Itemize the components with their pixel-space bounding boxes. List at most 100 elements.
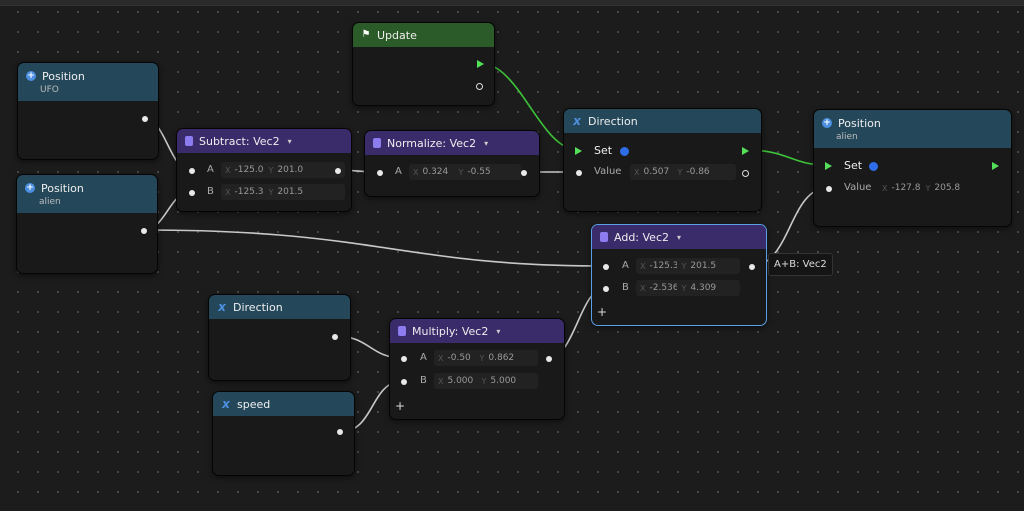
input-port-value[interactable]: [826, 186, 832, 192]
node-header[interactable]: Normalize: Vec2 ▾: [365, 131, 539, 155]
input-label-a: A: [622, 260, 629, 271]
add-input-button[interactable]: +: [395, 399, 406, 413]
plus-circle-icon: +: [822, 118, 832, 128]
input-label-b: B: [622, 282, 629, 293]
calculator-icon: [600, 232, 608, 242]
node-title: Position: [41, 181, 84, 195]
node-speed[interactable]: x speed: [212, 391, 355, 476]
output-port[interactable]: [335, 168, 341, 174]
output-port[interactable]: [521, 170, 527, 176]
output-port[interactable]: [546, 356, 552, 362]
input-port-a[interactable]: [401, 356, 407, 362]
value-x: -125.3: [649, 261, 678, 271]
node-title: Direction: [233, 300, 283, 314]
node-position-alien-left[interactable]: +Position alien: [16, 174, 158, 274]
node-subtitle: UFO: [40, 84, 59, 95]
calculator-icon: [185, 136, 193, 146]
node-header[interactable]: + Position alien: [814, 110, 1011, 148]
value-y: 201.5: [690, 261, 717, 271]
set-label: Set: [594, 144, 613, 157]
input-port-value[interactable]: [576, 170, 582, 176]
node-title: speed: [237, 397, 271, 411]
value-y: 205.8: [934, 183, 961, 193]
set-label: Set: [844, 159, 863, 172]
input-label-b: B: [207, 186, 214, 197]
output-port[interactable]: [141, 228, 147, 234]
output-port[interactable]: [332, 334, 338, 340]
node-position-ufo[interactable]: +Position UFO: [17, 62, 159, 160]
node-header[interactable]: x Direction: [209, 295, 350, 319]
hollow-output-port[interactable]: [742, 170, 749, 177]
node-header[interactable]: Subtract: Vec2▾: [177, 129, 351, 153]
output-port[interactable]: [142, 116, 148, 122]
chevron-down-icon[interactable]: ▾: [484, 138, 489, 148]
value-y: 0.862: [488, 353, 515, 363]
node-subtitle: alien: [836, 131, 858, 142]
exec-output-arrow[interactable]: [477, 60, 484, 68]
input-port-a[interactable]: [189, 168, 195, 174]
input-port-b[interactable]: [189, 190, 195, 196]
input-port-a[interactable]: [377, 170, 383, 176]
node-title: Position: [838, 116, 881, 130]
output-port[interactable]: [749, 264, 755, 270]
value-y: -0.86: [686, 167, 710, 177]
add-input-button[interactable]: +: [597, 305, 608, 319]
exec-output-arrow[interactable]: [742, 147, 749, 155]
wire-alien-to-add-a: [143, 229, 606, 267]
variable-icon: x: [573, 114, 581, 128]
flag-icon: ⚑: [361, 29, 371, 40]
node-header[interactable]: +Position alien: [17, 175, 157, 213]
calculator-icon: [398, 326, 406, 336]
node-header[interactable]: Multiply: Vec2▾: [390, 319, 564, 343]
input-label-b: B: [420, 375, 427, 386]
input-port-b[interactable]: [603, 286, 609, 292]
chevron-down-icon[interactable]: ▾: [676, 232, 681, 242]
output-port[interactable]: [337, 429, 343, 435]
node-header[interactable]: x speed: [213, 392, 354, 416]
chevron-down-icon[interactable]: ▾: [496, 326, 501, 336]
node-header[interactable]: +Position UFO: [18, 63, 158, 101]
node-title: Normalize: Vec2: [387, 136, 477, 150]
exec-input-arrow[interactable]: [825, 162, 832, 170]
calculator-icon: [373, 138, 381, 148]
value-x: 0.324: [422, 167, 449, 177]
value-y: 201.5: [277, 187, 304, 197]
node-header[interactable]: ⚑ Update: [353, 23, 494, 47]
chevron-down-icon[interactable]: ▾: [287, 136, 292, 146]
exec-input-arrow[interactable]: [575, 147, 582, 155]
node-title: Update: [377, 28, 417, 42]
plus-circle-icon: +: [25, 183, 35, 193]
input-port-b[interactable]: [401, 379, 407, 385]
set-indicator-dot: [869, 162, 878, 171]
input-port-a[interactable]: [603, 264, 609, 270]
input-label-a: A: [207, 164, 214, 175]
hollow-output-port[interactable]: [476, 83, 483, 90]
value-x: -125.3: [234, 187, 264, 197]
node-direction-get[interactable]: x Direction: [208, 294, 351, 381]
exec-output-arrow-hollow[interactable]: [992, 162, 999, 170]
node-header[interactable]: Add: Vec2▾: [592, 225, 766, 249]
value-x: 0.507: [643, 167, 670, 177]
value-x: -0.50: [447, 353, 471, 363]
output-type-tooltip: A+B: Vec2: [768, 253, 833, 276]
input-label-a: A: [395, 166, 402, 177]
node-update[interactable]: ⚑ Update: [352, 22, 495, 106]
top-bar: [0, 0, 1024, 6]
node-header[interactable]: x Direction: [564, 109, 761, 133]
value-y: -0.55: [467, 167, 491, 177]
